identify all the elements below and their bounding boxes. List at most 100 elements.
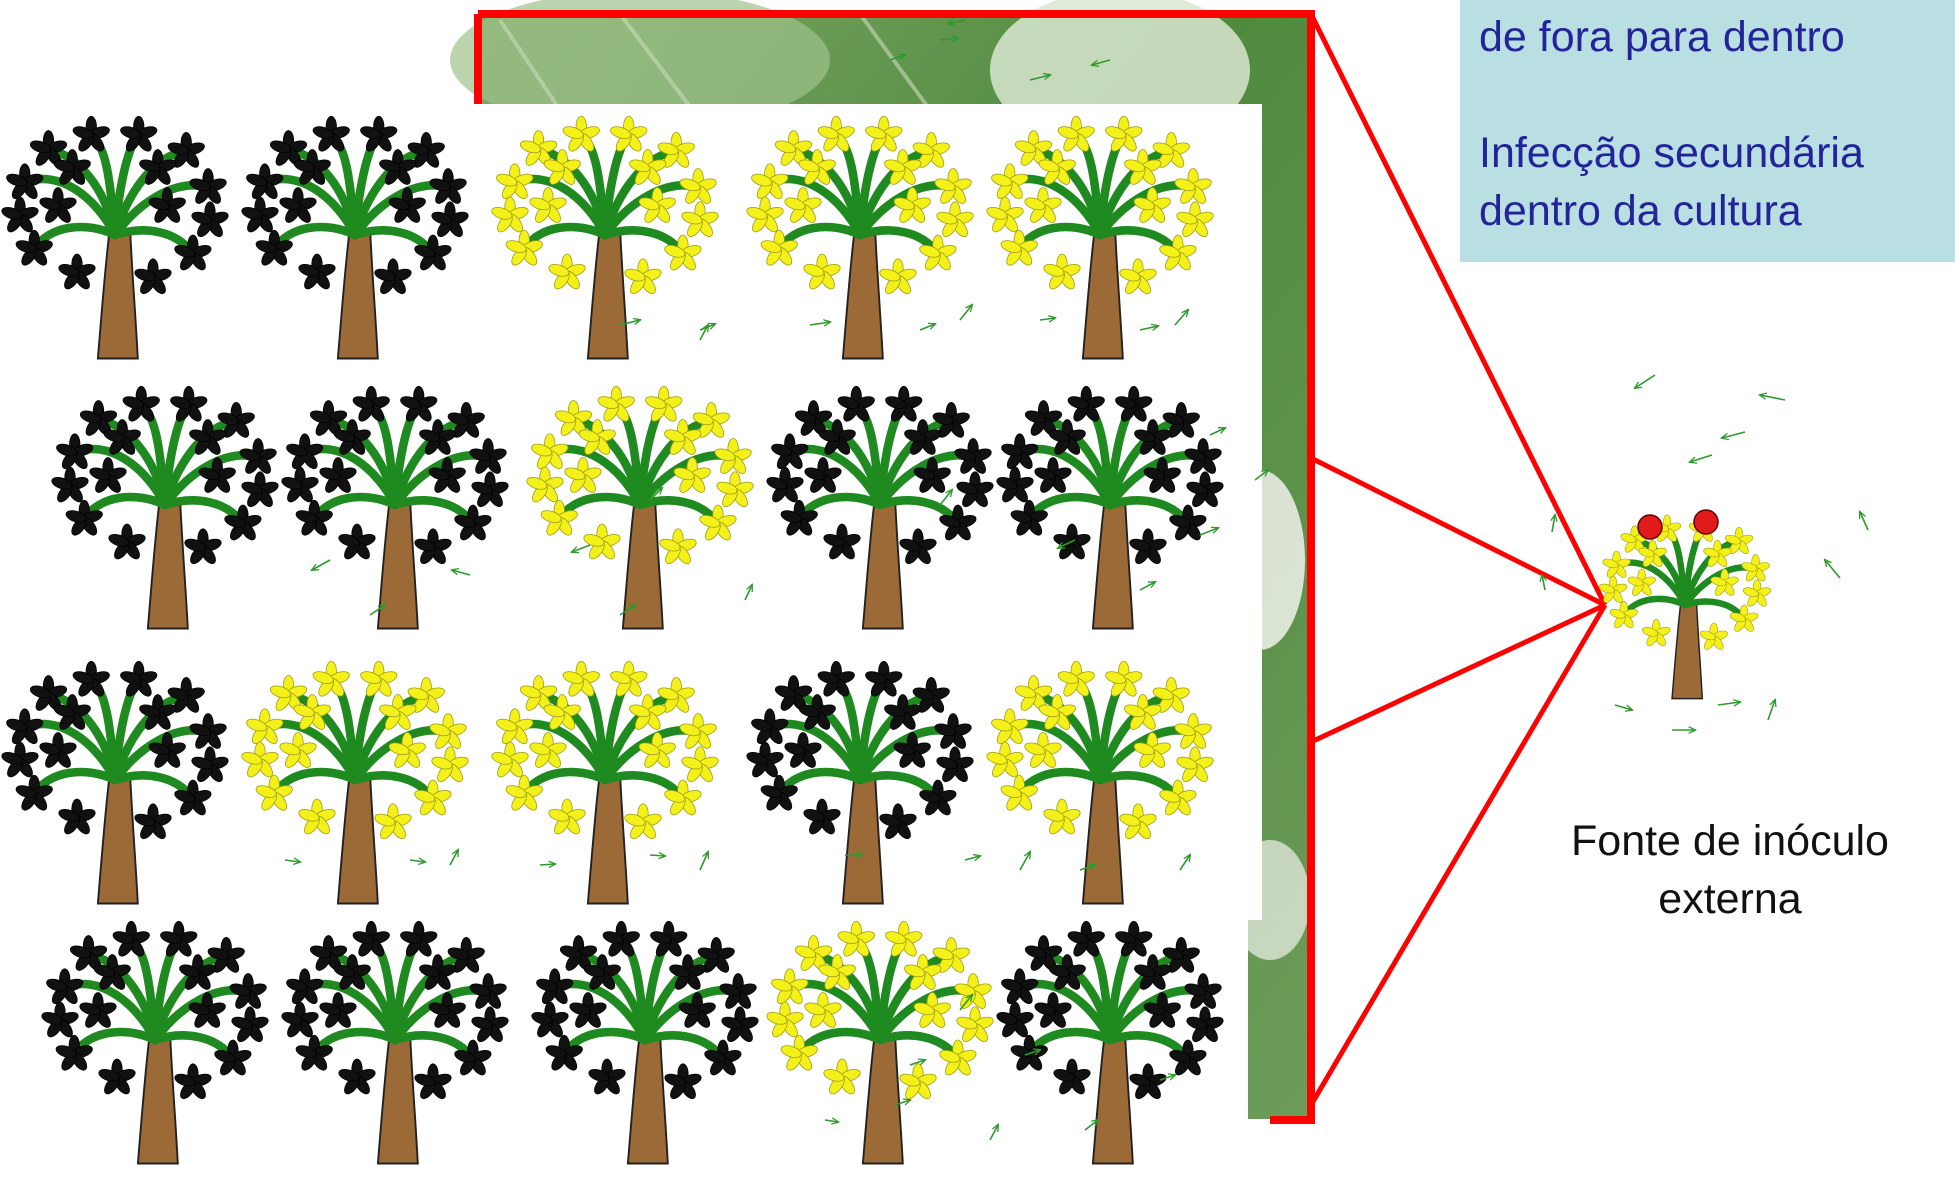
healthy-leaf: [1034, 457, 1072, 493]
healthy-leaf: [319, 992, 357, 1028]
spore-arrow: [1159, 1075, 1175, 1081]
healthy-leaf: [1048, 419, 1086, 455]
infected-leaf: [912, 132, 950, 168]
infected-leaf: [798, 149, 836, 185]
spore-arrow: [939, 490, 952, 506]
healthy-leaf: [1162, 402, 1200, 438]
healthy-leaf: [352, 385, 390, 422]
spore-arrow: [1019, 852, 1030, 871]
healthy-leaf: [1053, 1058, 1091, 1095]
healthy-leaf: [98, 1058, 136, 1095]
spore-arrow: [409, 860, 425, 862]
spore-arrow: [1139, 582, 1155, 591]
infected-leaf: [629, 694, 667, 730]
spore-arrow: [1029, 75, 1050, 81]
source-tree: [1598, 514, 1772, 700]
infected-leaf: [505, 774, 543, 811]
infected-leaf: [659, 528, 697, 565]
healthy-leaf: [1169, 504, 1207, 541]
infected-leaf: [529, 187, 567, 223]
healthy-leaf: [229, 973, 267, 1009]
healthy-leaf: [189, 168, 227, 204]
spore-arrow: [919, 324, 935, 331]
healthy-leaf: [719, 973, 757, 1009]
infected-leaf: [429, 713, 467, 749]
infected-leaf: [548, 253, 586, 290]
healthy-leaf: [286, 968, 324, 1005]
infected-leaf: [1724, 526, 1754, 554]
infected-leaf: [638, 732, 676, 768]
healthy-leaf: [388, 187, 426, 223]
infected-leaf: [255, 774, 293, 811]
tree-trunk: [1671, 601, 1704, 700]
healthy-leaf: [1, 196, 39, 233]
infected-leaf: [583, 523, 621, 560]
healthy-leaf: [760, 774, 798, 811]
healthy-leaf: [167, 132, 205, 168]
infected-leaf: [312, 660, 350, 697]
healthy-leaf: [189, 713, 227, 749]
healthy-leaf: [956, 471, 994, 508]
external-inoculum-tree: [1598, 509, 1772, 700]
spore-arrow: [284, 860, 300, 862]
field-tree-infected: [986, 660, 1214, 905]
healthy-leaf: [996, 466, 1034, 503]
infected-leaf: [1124, 694, 1162, 730]
infected-leaf: [934, 168, 972, 204]
infected-leaf: [679, 713, 717, 749]
healthy-leaf: [428, 992, 466, 1028]
infobox-line-2: Infecção secundária: [1479, 129, 1864, 177]
infected-leaf: [956, 1006, 994, 1043]
healthy-leaf: [454, 504, 492, 541]
infected-leaf: [1152, 677, 1190, 713]
infected-leaf: [1729, 604, 1759, 632]
healthy-leaf: [214, 1039, 252, 1076]
healthy-leaf: [697, 937, 735, 973]
infected-leaf: [1038, 694, 1076, 730]
healthy-leaf: [298, 253, 336, 290]
infected-leaf: [1133, 732, 1171, 768]
spore-arrow: [452, 570, 471, 576]
spore-arrow: [369, 605, 385, 616]
spore-arrow: [1254, 470, 1268, 481]
healthy-leaf: [721, 1006, 759, 1043]
healthy-leaf: [239, 438, 277, 474]
healthy-leaf: [954, 438, 992, 474]
infected-leaf: [519, 675, 558, 711]
healthy-leaf: [79, 400, 118, 436]
field-frame: [474, 10, 1315, 1124]
infected-leaf: [1024, 187, 1062, 223]
spore-arrow: [1767, 700, 1775, 721]
healthy-leaf: [414, 528, 452, 565]
infected-leaf: [1638, 539, 1667, 567]
healthy-leaf: [1067, 920, 1105, 957]
field-tree-infected: [526, 385, 754, 630]
healthy-leaf: [669, 954, 707, 990]
healthy-leaf: [602, 920, 640, 957]
infected-leaf: [491, 741, 529, 778]
healthy-leaf: [170, 385, 208, 422]
healthy-leaf: [89, 457, 127, 493]
infected-leaf: [543, 694, 581, 730]
infected-leaf: [1152, 132, 1190, 168]
healthy-leaf: [429, 168, 467, 204]
healthy-leaf: [293, 149, 331, 185]
healthy-leaf: [41, 1001, 79, 1038]
infected-leaf: [766, 1001, 804, 1038]
healthy-leaf: [419, 954, 457, 990]
spore-arrow: [1825, 560, 1841, 579]
infected-leaf: [1176, 201, 1214, 238]
healthy-leaf: [112, 920, 150, 957]
spore-arrow: [1139, 326, 1158, 330]
healthy-leaf: [884, 694, 922, 730]
field-tree-infected: [241, 660, 469, 905]
healthy-leaf: [1162, 937, 1200, 973]
infected-leaf: [540, 499, 578, 536]
healthy-leaf: [286, 433, 324, 470]
healthy-leaf: [241, 196, 279, 233]
field-tree-healthy: [41, 920, 269, 1165]
infected-leaf: [657, 677, 695, 713]
healthy-leaf: [904, 419, 942, 455]
healthy-leaf: [823, 523, 861, 560]
